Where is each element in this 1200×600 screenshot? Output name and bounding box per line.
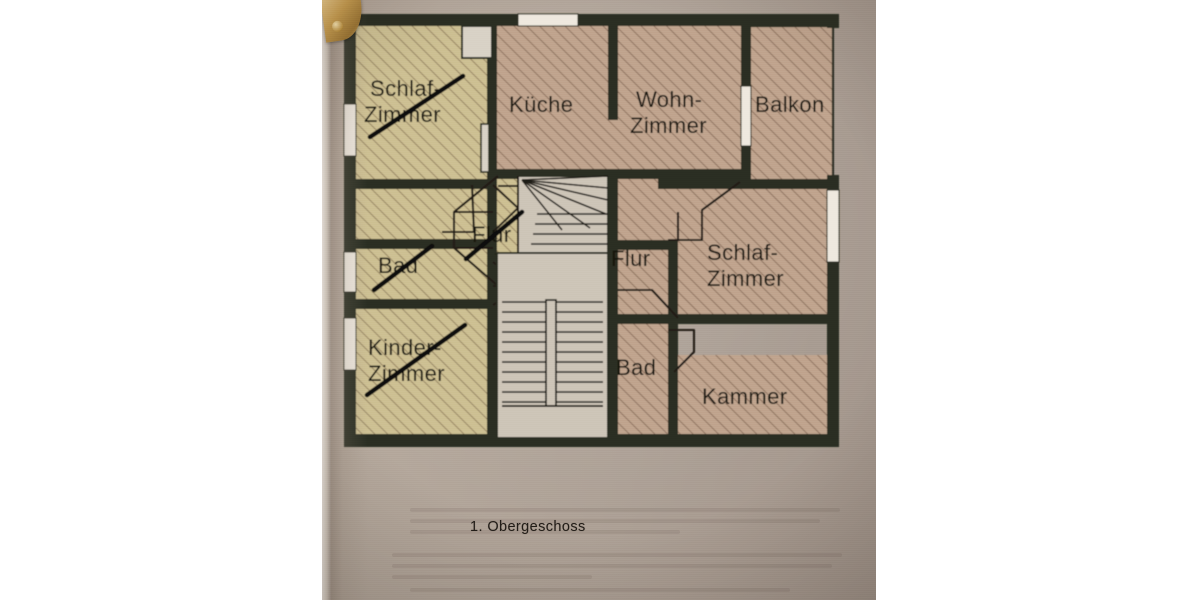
room-label-kammer-line1: Kammer — [702, 384, 788, 409]
floor-plan-drawing: Schlaf- Zimmer Küche Wohn- Zimmer Balkon… — [322, 0, 876, 600]
strikethrough-flur-left — [463, 209, 525, 262]
ghost-text-line — [410, 530, 680, 534]
strikethrough-schlafzimmer-left — [367, 73, 466, 140]
figure-caption: 1. Obergeschoss — [470, 519, 586, 535]
page-edge — [322, 0, 331, 600]
room-label-kinderzimmer-line1: Kinder- — [368, 335, 442, 360]
ghost-text-line — [392, 564, 832, 568]
room-label-kueche-line1: Küche — [509, 92, 573, 117]
ghost-text-line — [410, 519, 820, 523]
room-label-flur-right-line1: Flur — [611, 246, 651, 271]
room-label-balkon-line1: Balkon — [755, 92, 825, 117]
ghost-text-line — [392, 553, 842, 557]
room-label-bad-right-line1: Bad — [616, 355, 656, 380]
room-label-schlafzimmer-right-line1: Schlaf- — [707, 240, 778, 265]
ghost-text-line — [410, 508, 840, 512]
photographed-book-page: Schlaf- Zimmer Küche Wohn- Zimmer Balkon… — [322, 0, 876, 600]
ghost-text-line — [410, 588, 790, 592]
room-label-schlafzimmer-right-line2: Zimmer — [707, 266, 784, 291]
ghost-text-line — [392, 575, 592, 579]
binding-rivet-icon — [331, 20, 344, 33]
strikethrough-kinderzimmer — [364, 322, 468, 398]
room-label-wohnzimmer-line1: Wohn- — [636, 87, 702, 112]
strikethrough-bad-left — [371, 243, 435, 293]
room-label-wohnzimmer-line2: Zimmer — [630, 113, 707, 138]
